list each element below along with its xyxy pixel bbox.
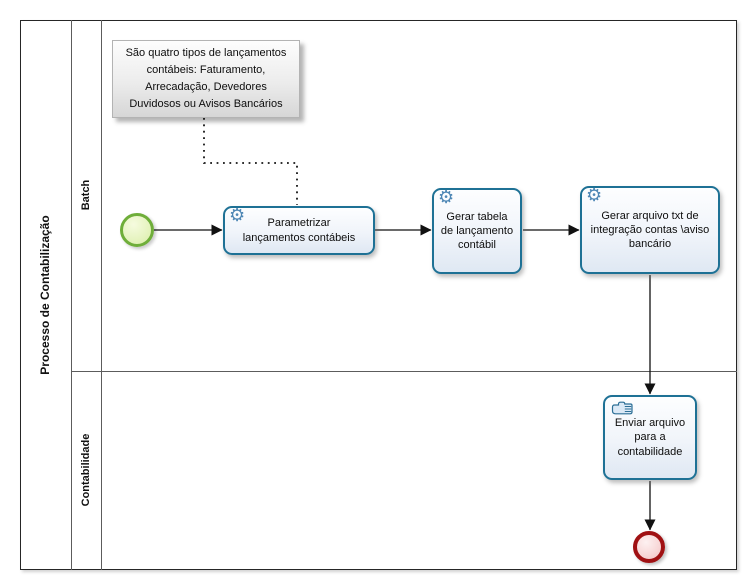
task-parametrizar-lancamentos[interactable]: ⚙ Parametrizar lançamentos contábeis bbox=[223, 206, 375, 255]
annotation-text: São quatro tipos de lançamentos contábei… bbox=[125, 46, 287, 111]
text-annotation[interactable]: São quatro tipos de lançamentos contábei… bbox=[112, 40, 300, 118]
task-enviar-arquivo[interactable]: Enviar arquivo para a contabilidade bbox=[603, 395, 697, 480]
task-label: Gerar arquivo txt de integração contas \… bbox=[590, 209, 710, 251]
task-gerar-tabela[interactable]: ⚙ Gerar tabela de lançamento contábil bbox=[432, 188, 522, 274]
task-label: Parametrizar lançamentos contábeis bbox=[242, 217, 356, 244]
gear-icon: ⚙ bbox=[586, 185, 603, 206]
lane-label-divider bbox=[101, 20, 102, 570]
start-event[interactable] bbox=[120, 213, 154, 247]
task-gerar-arquivo-txt[interactable]: ⚙ Gerar arquivo txt de integração contas… bbox=[580, 186, 720, 274]
task-label: Enviar arquivo para a contabilidade bbox=[614, 417, 686, 458]
task-label: Gerar tabela de lançamento contábil bbox=[440, 210, 514, 252]
pool-label-divider bbox=[71, 20, 72, 570]
gear-icon: ⚙ bbox=[229, 205, 246, 226]
lane-divider bbox=[71, 371, 737, 372]
end-event[interactable] bbox=[633, 531, 665, 563]
manual-hand-icon bbox=[611, 401, 633, 421]
gear-icon: ⚙ bbox=[438, 187, 455, 208]
association-annotation-to-task bbox=[203, 118, 298, 205]
